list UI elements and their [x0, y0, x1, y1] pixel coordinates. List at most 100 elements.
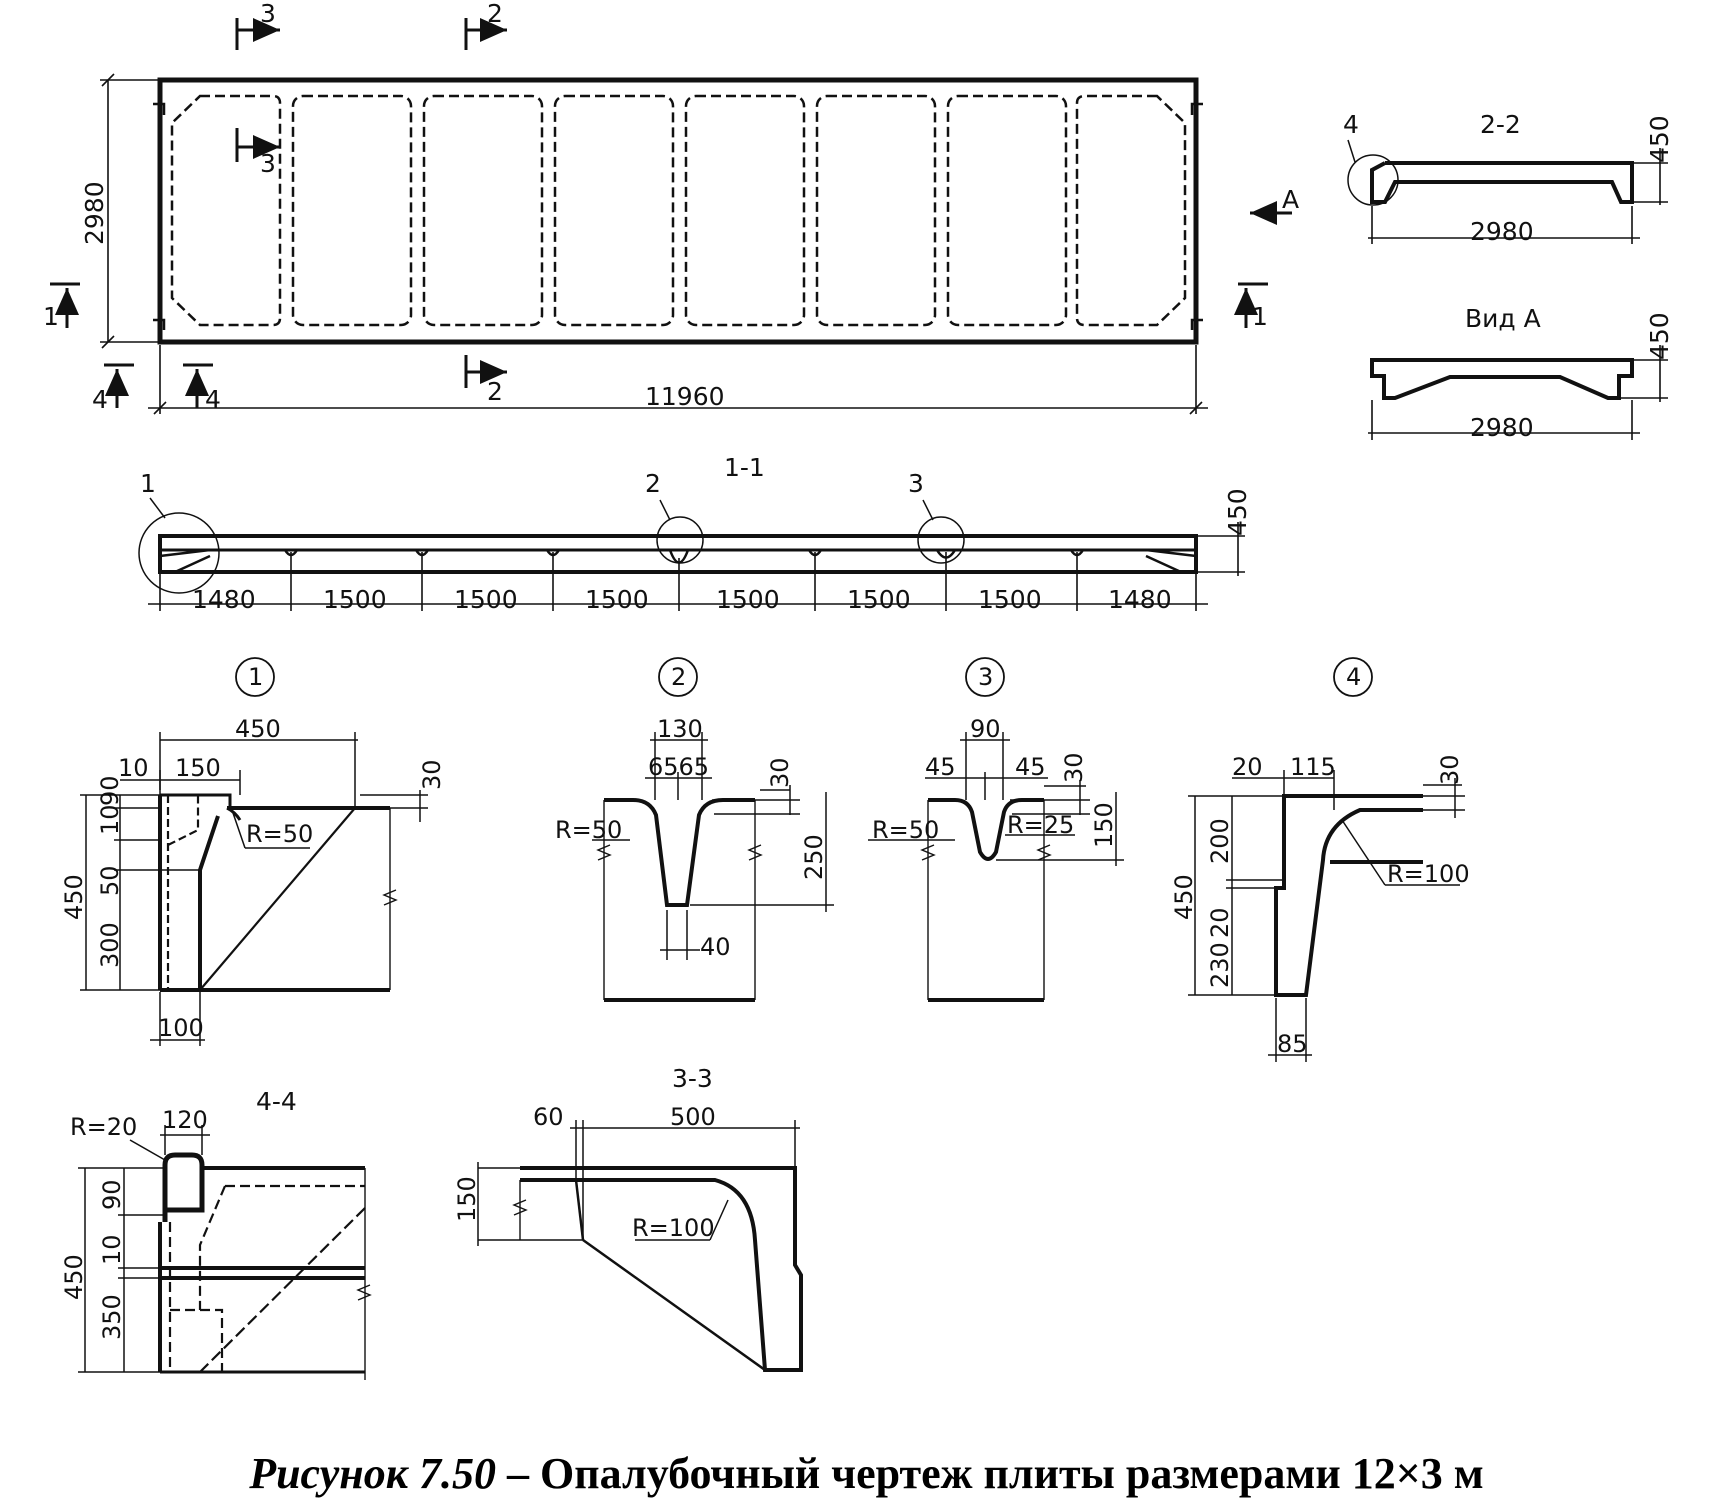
section-2-2-callout: 4	[1343, 110, 1359, 139]
detail-1-dim-100: 100	[158, 1014, 204, 1042]
span-6: 1500	[847, 585, 911, 614]
caption-text: – Опалубочный чертеж плиты размерами 12×…	[496, 1449, 1484, 1498]
detail-2-radius: R=50	[555, 816, 622, 844]
section-4-4-title: 4-4	[256, 1087, 297, 1116]
detail-2-dim-30: 30	[766, 757, 794, 788]
detail-2-dim-130: 130	[657, 715, 703, 743]
detail-1-dim-10v: 10	[96, 804, 124, 835]
plan-outline	[157, 77, 1199, 345]
section-4-4-dim-10: 10	[98, 1234, 126, 1265]
section-mark-2-bottom: 2	[487, 377, 503, 406]
detail-4-dim-230: 230	[1206, 942, 1234, 988]
detail-1-dim-90v: 90	[96, 775, 124, 806]
section-1-1-title: 1-1	[724, 453, 765, 482]
detail-2	[592, 657, 834, 1002]
view-a-height: 450	[1645, 312, 1674, 360]
section-3-3-dim-500: 500	[670, 1103, 716, 1131]
section-4-4	[78, 1125, 372, 1380]
plan-view	[50, 18, 1292, 415]
plan-dim-length-label: 11960	[645, 382, 725, 411]
section-2-2	[1347, 139, 1668, 244]
detail-4-dim-450: 450	[1170, 874, 1198, 920]
section-3-3-radius: R=100	[632, 1214, 715, 1242]
detail-4-label: 4	[1346, 663, 1361, 691]
section-4-4-dim-450: 450	[60, 1254, 88, 1300]
section-1-1	[138, 497, 1245, 611]
section-2-2-width: 2980	[1470, 217, 1534, 246]
view-a	[1368, 345, 1668, 440]
detail-1-dim-450: 450	[235, 715, 281, 743]
detail-3-dim-90: 90	[970, 715, 1001, 743]
detail-4-dim-20v: 20	[1206, 907, 1234, 938]
section-4-4-radius: R=20	[70, 1113, 137, 1141]
span-1: 1480	[192, 585, 256, 614]
section-mark-1-right: 1	[1252, 302, 1268, 331]
span-3: 1500	[454, 585, 518, 614]
detail-1-dim-30: 30	[418, 759, 446, 790]
detail-1	[80, 657, 428, 1046]
section-markers	[50, 18, 1292, 408]
detail-1-label: 1	[248, 663, 263, 691]
detail-3-dim-150: 150	[1090, 802, 1118, 848]
view-a-title: Вид А	[1465, 304, 1541, 333]
span-4: 1500	[585, 585, 649, 614]
section-4-4-dim-350: 350	[98, 1294, 126, 1340]
detail-1-dim-50v: 50	[96, 865, 124, 896]
plan-corner-notches	[153, 102, 1203, 330]
detail-2-dim-40: 40	[700, 933, 731, 961]
section-4-4-dim-120: 120	[162, 1106, 208, 1134]
detail-3	[868, 657, 1124, 1002]
detail-1-dim-h450: 450	[60, 874, 88, 920]
view-a-width: 2980	[1470, 413, 1534, 442]
detail-2-label: 2	[671, 663, 686, 691]
section-3-3	[477, 1120, 803, 1372]
section-4-4-dim-90: 90	[98, 1179, 126, 1210]
detail-3-label: 3	[978, 663, 993, 691]
plan-dim-width-label: 2980	[80, 181, 109, 245]
detail-2-dim-6565: 6565	[648, 753, 709, 781]
plan-dim-width	[100, 73, 160, 349]
detail-4-dim-20: 20	[1232, 753, 1263, 781]
section-2-2-height: 450	[1645, 115, 1674, 163]
caption-figure-number: Рисунок 7.50	[249, 1449, 497, 1498]
span-8: 1480	[1108, 585, 1172, 614]
detail-3-radius-50: R=50	[872, 816, 939, 844]
detail-3-radius-25: R=25	[1007, 811, 1074, 839]
section-1-1-callout-3: 3	[908, 469, 924, 498]
detail-3-dim-45-left: 45	[925, 753, 956, 781]
detail-4-dim-85: 85	[1277, 1030, 1308, 1058]
detail-3-dim-30: 30	[1060, 752, 1088, 783]
section-1-1-callout-2: 2	[645, 469, 661, 498]
section-2-2-title: 2-2	[1480, 110, 1521, 139]
plan-ribs	[170, 94, 1187, 327]
span-7: 1500	[978, 585, 1042, 614]
figure-caption: Рисунок 7.50 – Опалубочный чертеж плиты …	[0, 1448, 1733, 1499]
section-3-3-dim-150: 150	[453, 1176, 481, 1222]
detail-4-radius: R=100	[1387, 860, 1470, 888]
span-5: 1500	[716, 585, 780, 614]
detail-1-radius: R=50	[246, 820, 313, 848]
detail-4-dim-115: 115	[1290, 753, 1336, 781]
section-1-1-height: 450	[1223, 488, 1252, 536]
section-mark-2-top: 2	[487, 0, 503, 28]
detail-4	[1188, 657, 1465, 1062]
detail-1-dim-150: 150	[175, 754, 221, 782]
section-3-3-title: 3-3	[672, 1064, 713, 1093]
detail-2-dim-250: 250	[800, 834, 828, 880]
section-1-1-callout-1: 1	[140, 469, 156, 498]
detail-1-dim-300v: 300	[96, 922, 124, 968]
view-a-marker: А	[1282, 185, 1299, 214]
detail-4-dim-30: 30	[1436, 754, 1464, 785]
detail-4-dim-200: 200	[1206, 818, 1234, 864]
section-mark-1-left: 1	[43, 302, 59, 331]
plan-dim-length	[148, 345, 1208, 415]
detail-1-dim-10: 10	[118, 754, 149, 782]
section-mark-4-mid: 4	[205, 385, 221, 414]
section-mark-3-top: 3	[260, 0, 276, 28]
detail-3-dim-45-right: 45	[1015, 753, 1046, 781]
section-3-3-dim-60: 60	[533, 1103, 564, 1131]
section-mark-4-left: 4	[92, 385, 108, 414]
section-mark-3-inner: 3	[260, 149, 276, 178]
span-2: 1500	[323, 585, 387, 614]
